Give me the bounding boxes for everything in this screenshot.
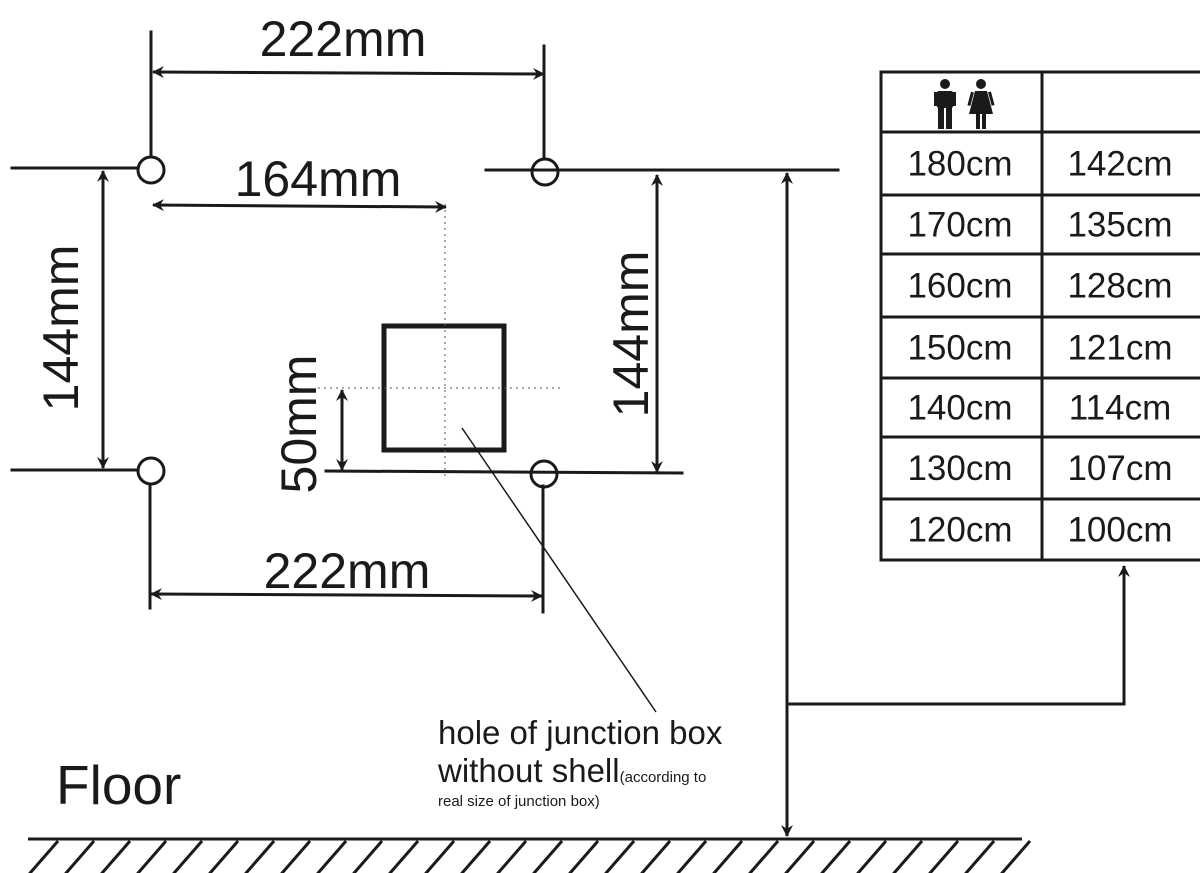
hatch-stroke [136,840,168,873]
person-height-cell: 150cm [907,329,1012,368]
annotation-line-3: real size of junction box) [438,793,600,810]
hatch-stroke [64,840,96,873]
bottom-right-reference-line [324,469,684,475]
bottom-width-arrow [150,588,543,602]
hatch-stroke [712,840,744,873]
mount-height-cell: 121cm [1067,329,1172,368]
screw-hole-bottom-left [136,456,166,486]
hatch-stroke [280,840,312,873]
screw-hole-top-left [136,155,166,185]
hatch-stroke [244,840,276,873]
hatch-stroke [640,840,672,873]
inner-width-arrow [152,199,447,213]
bottom-width-label: 222mm [264,543,431,599]
hatch-stroke [532,840,564,873]
mount-height-cell: 142cm [1067,145,1172,184]
mount-height-cell: 135cm [1067,206,1172,245]
height-table: 180cm 142cm 170cm 135cm 160cm 128cm 150cm 121cm… [879,70,1200,562]
hatch-stroke [388,840,420,873]
hatch-stroke [604,840,636,873]
hatch-stroke [316,840,348,873]
hatch-stroke [856,840,888,873]
mount-height-cell: 107cm [1067,449,1172,488]
hatch-stroke [172,840,204,873]
box-offset-label: 50mm [271,355,327,494]
annotation-leader-line [461,427,657,713]
hatch-stroke [352,840,384,873]
hatch-stroke [496,840,528,873]
inner-width-label: 164mm [235,151,402,207]
annotation-line-1: hole of junction box [438,714,723,751]
person-height-cell: 160cm [907,267,1012,306]
hatch-stroke [928,840,960,873]
mount-height-cell: 100cm [1067,511,1172,550]
hatch-stroke [424,840,456,873]
floor-hatching [28,840,1032,873]
annotation-line-2: without shell(according to [437,752,706,789]
hatch-stroke [28,840,60,873]
left-height-label: 144mm [33,245,89,412]
hatch-stroke [820,840,852,873]
hatch-stroke [784,840,816,873]
annotation-line-2-small: (according to [620,769,707,786]
person-height-cell: 140cm [907,389,1012,428]
hatch-stroke [748,840,780,873]
man-woman-icon [934,79,995,129]
mount-height-cell: 128cm [1067,267,1172,306]
person-height-cell: 130cm [907,449,1012,488]
right-height-label: 144mm [603,251,659,418]
hatch-stroke [100,840,132,873]
hatch-stroke [964,840,996,873]
mount-height-cell: 114cm [1069,389,1171,428]
hatch-stroke [1000,840,1032,873]
person-height-cell: 180cm [907,145,1012,184]
screw-hole-bottom-right [529,459,559,489]
hatch-stroke [892,840,924,873]
annotation-line-2-main: without shell [437,752,620,789]
hatch-stroke [460,840,492,873]
hatch-stroke [568,840,600,873]
hatch-stroke [208,840,240,873]
table-connector-arrow [787,565,1130,706]
person-height-cell: 120cm [907,511,1012,550]
top-width-label: 222mm [260,11,427,67]
person-height-cell: 170cm [907,206,1012,245]
top-width-arrow [152,66,545,80]
hatch-stroke [676,840,708,873]
floor-label: Floor [56,754,181,816]
screw-hole-top-right [530,157,560,187]
